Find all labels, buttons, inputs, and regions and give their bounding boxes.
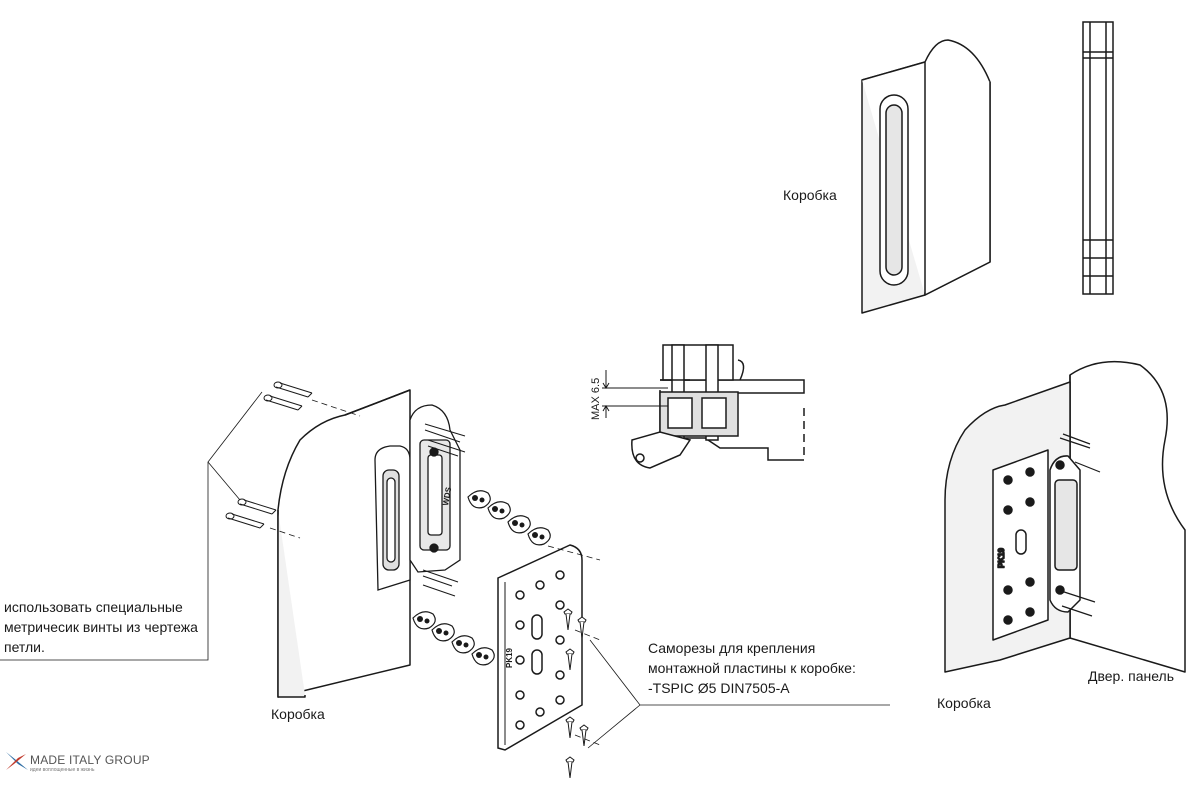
plate-marking-right: PK19 xyxy=(997,547,1006,568)
label-door-panel: Двер. панель xyxy=(1088,668,1174,684)
assembly-lines xyxy=(269,399,601,746)
dimension-label: MAX 6.5 xyxy=(590,378,602,420)
frame-side-elevation xyxy=(1082,21,1114,295)
logo-name: MADE ITALY GROUP xyxy=(30,753,150,767)
note-metric-screws-line-3: петли. xyxy=(4,639,45,655)
leader-lines xyxy=(0,391,890,749)
label-box-right: Коробка xyxy=(937,695,991,711)
note-self-tapping-line-3: -TSPIC Ø5 DIN7505-A xyxy=(648,680,790,696)
note-self-tapping-line-1: Саморезы для крепления xyxy=(648,640,816,656)
note-metric-screws-line-1: использовать специальные xyxy=(4,599,183,615)
note-metric-screws: использовать специальные метричесик винт… xyxy=(4,597,198,657)
plate-marking-left: PK19 xyxy=(505,647,514,668)
exploded-view: WDS xyxy=(0,381,890,779)
door-panel xyxy=(1069,360,1186,673)
assembled-view: PK19 xyxy=(944,360,1186,673)
logo-icon xyxy=(6,752,28,770)
mounted-plate xyxy=(992,449,1049,641)
note-self-tapping-line-2: монтажной пластины к коробке: xyxy=(648,660,856,676)
label-box-left: Коробка xyxy=(271,706,325,722)
hinge-body-center xyxy=(409,404,461,573)
hinge-pins xyxy=(1057,433,1101,617)
cross-section-view xyxy=(602,344,805,469)
note-metric-screws-line-2: метричесик винты из чертежа xyxy=(4,619,198,635)
mounted-hinge xyxy=(1049,455,1081,613)
hinge-marking: WDS xyxy=(441,486,453,507)
frame-box-top-view xyxy=(861,39,991,314)
logo-tagline: идеи воплощенные в жизнь xyxy=(30,767,95,773)
mounting-plate xyxy=(497,544,583,751)
hinge-screws xyxy=(422,423,466,597)
note-self-tapping-screws: Саморезы для крепления монтажной пластин… xyxy=(648,638,856,698)
hinge-body-left xyxy=(374,445,411,591)
label-box-top: Коробка xyxy=(783,187,837,203)
